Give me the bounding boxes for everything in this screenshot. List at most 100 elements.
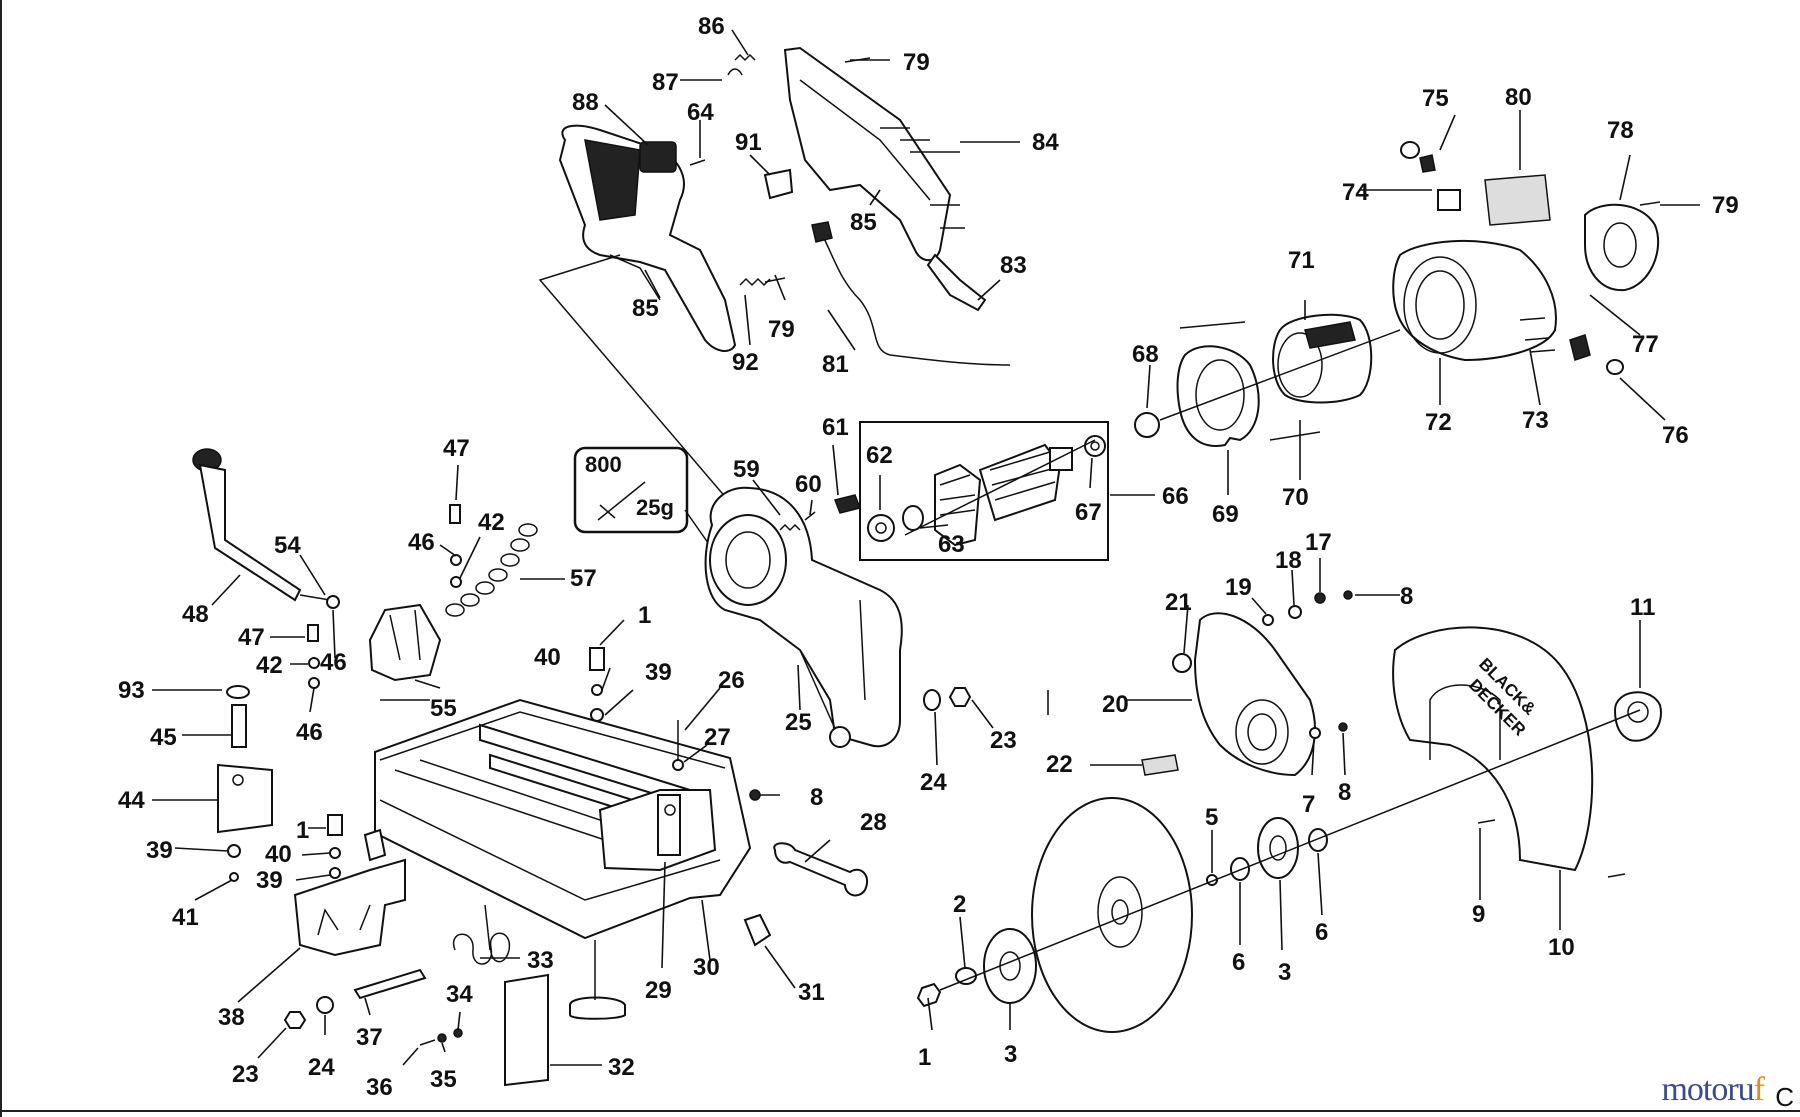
fence-38 (293, 858, 406, 957)
callout-34: 34 (446, 981, 473, 1008)
callout-70: 70 (1282, 484, 1309, 511)
callout-85: 85 (850, 209, 877, 236)
callout-28: 28 (860, 809, 887, 836)
callout-5: 5 (1205, 804, 1218, 831)
callout-10: 10 (1548, 934, 1575, 961)
callout-33: 33 (527, 947, 554, 974)
callout-40: 40 (534, 644, 561, 671)
corner-mark: C (1775, 1082, 1794, 1112)
baffle-69 (1176, 345, 1260, 447)
callout-21: 21 (1165, 589, 1192, 616)
callout-38: 38 (218, 1004, 245, 1031)
callout-3: 3 (1278, 959, 1291, 986)
motor-housing-72 (1392, 239, 1557, 362)
leader-lines (152, 29, 1700, 1066)
washer-63 (902, 505, 924, 531)
bolt-1-blade (916, 982, 942, 1008)
callout-57: 57 (570, 565, 597, 592)
flange-3-inner (1257, 817, 1299, 879)
nut-8-base (749, 789, 761, 801)
label-80 (1484, 174, 1551, 226)
pivot-bush (829, 726, 851, 748)
callout-24: 24 (308, 1054, 335, 1081)
page-border-bottom (0, 1110, 1800, 1112)
callout-75: 75 (1422, 85, 1449, 112)
callout-79: 79 (1712, 192, 1739, 219)
washer-24 (923, 689, 941, 711)
callout-71: 71 (1288, 247, 1315, 274)
screws-84 (880, 127, 965, 229)
grease-inset: 800 25g (573, 446, 721, 561)
end-cap-78 (1584, 203, 1660, 292)
motor-assembly (1134, 141, 1661, 447)
callout-61: 61 (822, 414, 849, 441)
callout-11: 11 (1630, 594, 1655, 621)
brush-holder-74 (1437, 189, 1461, 211)
page-border-left (0, 0, 2, 1117)
handle-assembly (538, 46, 1011, 521)
callout-69: 69 (1212, 501, 1239, 528)
callout-1: 1 (918, 1044, 931, 1071)
callout-26: 26 (718, 667, 745, 694)
callout-37: 37 (356, 1024, 383, 1051)
spring-92 (739, 277, 771, 287)
callout-77: 77 (1632, 331, 1659, 358)
callout-27: 27 (704, 724, 731, 751)
callout-44: 44 (118, 787, 145, 814)
guard-pad-22 (1141, 754, 1179, 776)
callout-18: 18 (1275, 547, 1302, 574)
callout-36: 36 (366, 1074, 393, 1101)
callout-8: 8 (1338, 779, 1351, 806)
spindle-lock-61 (833, 494, 862, 514)
power-cord (819, 229, 1011, 366)
callout-48: 48 (182, 601, 209, 628)
flange-3-outer (983, 928, 1037, 1004)
bumper-21 (1172, 653, 1192, 673)
bearing-62 (867, 514, 895, 542)
callout-85: 85 (632, 295, 659, 322)
callout-1: 1 (296, 817, 309, 844)
callout-3: 3 (1004, 1041, 1017, 1068)
callout-22: 22 (1046, 751, 1073, 778)
bolt-1-center (589, 647, 605, 671)
callout-41: 41 (172, 904, 199, 931)
callout-9: 9 (1472, 901, 1485, 928)
callout-86: 86 (698, 13, 725, 40)
callout-8: 8 (810, 784, 823, 811)
crank-48 (198, 463, 302, 602)
callout-67: 67 (1075, 499, 1102, 526)
callout-73: 73 (1522, 407, 1549, 434)
callout-30: 30 (693, 954, 720, 981)
washer-6-b (1308, 828, 1328, 852)
callout-62: 62 (866, 442, 893, 469)
watermark-prefix: motoru (1661, 1071, 1754, 1108)
callout-19: 19 (1225, 574, 1252, 601)
spring-59 (779, 523, 801, 532)
callout-59: 59 (733, 456, 760, 483)
switch (639, 141, 677, 173)
callout-39: 39 (645, 659, 672, 686)
strain-relief (926, 253, 987, 312)
callout-91: 91 (735, 129, 762, 156)
callout-55: 55 (430, 695, 457, 722)
callout-45: 45 (150, 724, 177, 751)
nut-23 (948, 687, 972, 707)
callout-23: 23 (232, 1061, 259, 1088)
callout-29: 29 (645, 977, 672, 1004)
callout-79: 79 (903, 49, 930, 76)
callout-1: 1 (638, 602, 651, 629)
washer-6-a (1230, 857, 1250, 881)
callout-2: 2 (953, 891, 966, 918)
callout-76: 76 (1662, 422, 1689, 449)
handle-half-right (783, 46, 952, 262)
grease-part-number: 800 (585, 452, 622, 477)
clip-93 (226, 685, 250, 699)
callout-46: 46 (408, 529, 435, 556)
callout-68: 68 (1132, 341, 1159, 368)
washer-46-crank (326, 595, 340, 609)
callout-87: 87 (652, 69, 679, 96)
blade-assembly: BLACK& DECKER (916, 590, 1662, 1033)
brush-cap-76 (1606, 359, 1624, 375)
callout-79: 79 (768, 316, 795, 343)
